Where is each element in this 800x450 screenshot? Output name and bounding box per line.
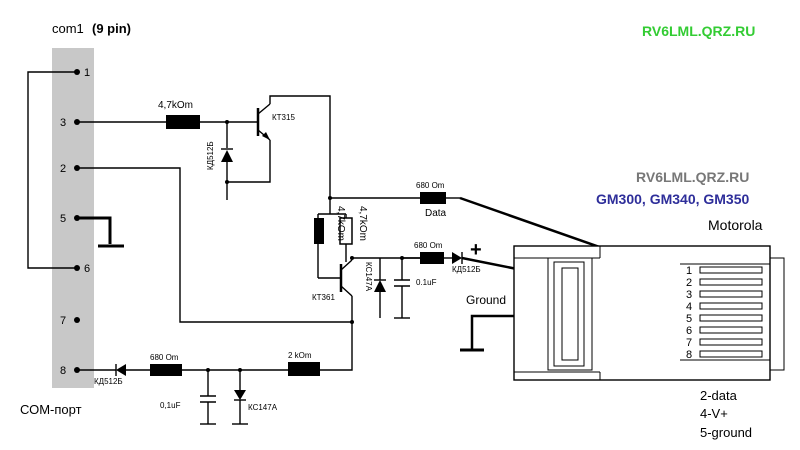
rj45-pin-3: 3 [686,289,763,301]
cap-bottom-label: 0,1uF [160,401,181,410]
resistor-bottom-680-label: 680 Om [150,353,179,362]
svg-text:8: 8 [60,365,66,377]
note-data: 2-data [700,388,738,403]
resistor-plus [420,252,444,264]
resistor-top [166,115,200,129]
site-title-green: RV6LML.QRZ.RU [642,23,755,39]
rj45-pin-1: 1 [686,265,763,277]
kt315-collector-wire [269,95,331,198]
svg-text:1: 1 [686,265,692,277]
diode-bottom-symbol [116,364,126,376]
brand-label: Motorola [708,217,763,233]
svg-text:6: 6 [84,263,90,275]
rj45-pin-5: 5 [686,313,763,325]
svg-text:4: 4 [686,301,692,313]
com-port-caption: СОМ-порт [20,402,82,417]
resistor-bottom-680 [150,364,182,376]
svg-text:2: 2 [60,163,66,175]
svg-text:8: 8 [686,349,692,361]
svg-text:7: 7 [686,337,692,349]
kt361-collector [340,285,353,297]
resistor-plus-label: 680 Om [414,241,443,250]
svg-text:2: 2 [686,277,692,289]
diode-bottom-label: КД512Б [94,377,123,386]
zener-mid-label: КС147А [364,262,373,292]
plus-sign: + [470,239,482,261]
kt315-emitter-wire [227,140,271,183]
pin2-wire [77,167,352,323]
diode-top-label: КД512Б [206,141,215,170]
svg-text:3: 3 [60,117,66,129]
pin5-ground-wire [77,216,112,244]
models-label: GM300, GM340, GM350 [596,191,750,207]
rj45-connector [513,245,785,381]
resistor-top-label: 4,7kOm [158,100,193,111]
rj45-pin-8: 8 [686,349,763,361]
note-vplus: 4-V+ [700,406,728,421]
diode-plus-label: КД512Б [452,265,481,274]
svg-text:7: 7 [60,315,66,327]
svg-text:3: 3 [686,289,692,301]
zener-bottom-symbol [234,390,246,400]
svg-text:5: 5 [686,313,692,325]
ground-label: Ground [466,293,506,307]
zener-mid-symbol [374,280,386,292]
resistor-bottom-2k-label: 2 kOm [288,351,312,360]
diode-top-symbol [221,150,233,162]
zener-bottom-label: КС147А [248,403,278,412]
resistor-vert-1 [314,218,324,244]
cap-mid-label: 0.1uF [416,278,437,287]
com-header-prefix: com1 [52,21,84,36]
resistor-bottom-2k [288,362,320,376]
kt361-emitter [340,259,353,271]
resistor-vert-2-label: 4,7kOm [357,206,368,241]
rj45-pin-6: 6 [686,325,763,337]
kt315-collector [257,103,271,115]
note-ground: 5-ground [700,425,752,440]
kt315-label: КТ315 [272,113,295,122]
svg-text:5: 5 [60,213,66,225]
kt361-label: КТ361 [312,293,335,302]
vert-resistors-top-bus [318,198,346,215]
resistor-vert-1-label: 4,7kOm [335,206,346,241]
diode-plus-symbol [452,252,462,264]
rj45-pin-4: 4 [686,301,763,313]
rj45-pin-2: 2 [686,277,763,289]
com-header-suffix: (9 pin) [92,21,131,36]
rj45-pin-7: 7 [686,337,763,349]
svg-text:1: 1 [84,67,90,79]
resistor-data [420,192,446,204]
resistor-data-label: 680 Om [416,181,445,190]
svg-text:6: 6 [686,325,692,337]
pin1-pin6-jumper [27,71,77,269]
data-label: Data [425,208,447,219]
site-title-gray: RV6LML.QRZ.RU [636,169,749,185]
com-pin-7: 7 [60,315,80,327]
